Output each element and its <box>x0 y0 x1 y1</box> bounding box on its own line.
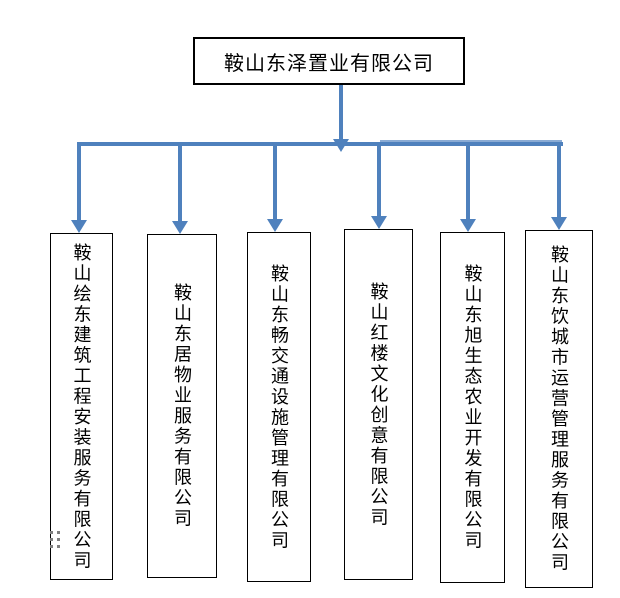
root-company-box[interactable]: 鞍山东泽置业有限公司 <box>193 37 465 85</box>
connector-drop-arrowhead-2 <box>172 221 188 234</box>
child-company-label-4: 鞍山红楼文化创意有限公司 <box>368 281 389 528</box>
connector-drop-line-3 <box>273 145 277 221</box>
child-company-box-6[interactable]: 鞍山东饮城市运营管理服务有限公司 <box>525 230 593 588</box>
connector-trunk-line <box>339 85 343 141</box>
child-company-label-2: 鞍山东居物业服务有限公司 <box>172 283 192 529</box>
anchor-dots-icon <box>50 531 61 548</box>
connector-drop-line-1 <box>77 145 81 222</box>
child-company-label-6: 鞍山东饮城市运营管理服务有限公司 <box>549 245 569 573</box>
connector-drop-line-5 <box>466 145 470 221</box>
child-company-box-2[interactable]: 鞍山东居物业服务有限公司 <box>147 234 217 578</box>
child-company-box-5[interactable]: 鞍山东旭生态农业开发有限公司 <box>440 232 505 583</box>
connector-horizontal-line-overlap <box>380 140 562 142</box>
child-company-box-3[interactable]: 鞍山东畅交通设施管理有限公司 <box>247 232 311 582</box>
child-company-label-1: 鞍山绘东建筑工程安装服务有限公司 <box>71 242 92 571</box>
child-company-label-5: 鞍山东旭生态农业开发有限公司 <box>462 264 483 551</box>
connector-drop-arrowhead-3 <box>267 219 283 232</box>
connector-drop-arrowhead-1 <box>71 220 87 233</box>
connector-drop-line-4 <box>377 145 381 218</box>
connector-drop-arrowhead-6 <box>551 217 567 230</box>
child-company-box-1[interactable]: 鞍山绘东建筑工程安装服务有限公司 <box>50 233 113 580</box>
connector-drop-arrowhead-4 <box>371 216 387 229</box>
connector-drop-line-6 <box>557 145 561 219</box>
connector-drop-arrowhead-5 <box>460 219 476 232</box>
child-company-label-3: 鞍山东畅交通设施管理有限公司 <box>269 263 289 551</box>
connector-drop-line-2 <box>178 145 182 223</box>
root-company-label: 鞍山东泽置业有限公司 <box>224 52 434 75</box>
connector-horizontal-line <box>77 142 563 146</box>
child-company-box-4[interactable]: 鞍山红楼文化创意有限公司 <box>344 229 413 580</box>
